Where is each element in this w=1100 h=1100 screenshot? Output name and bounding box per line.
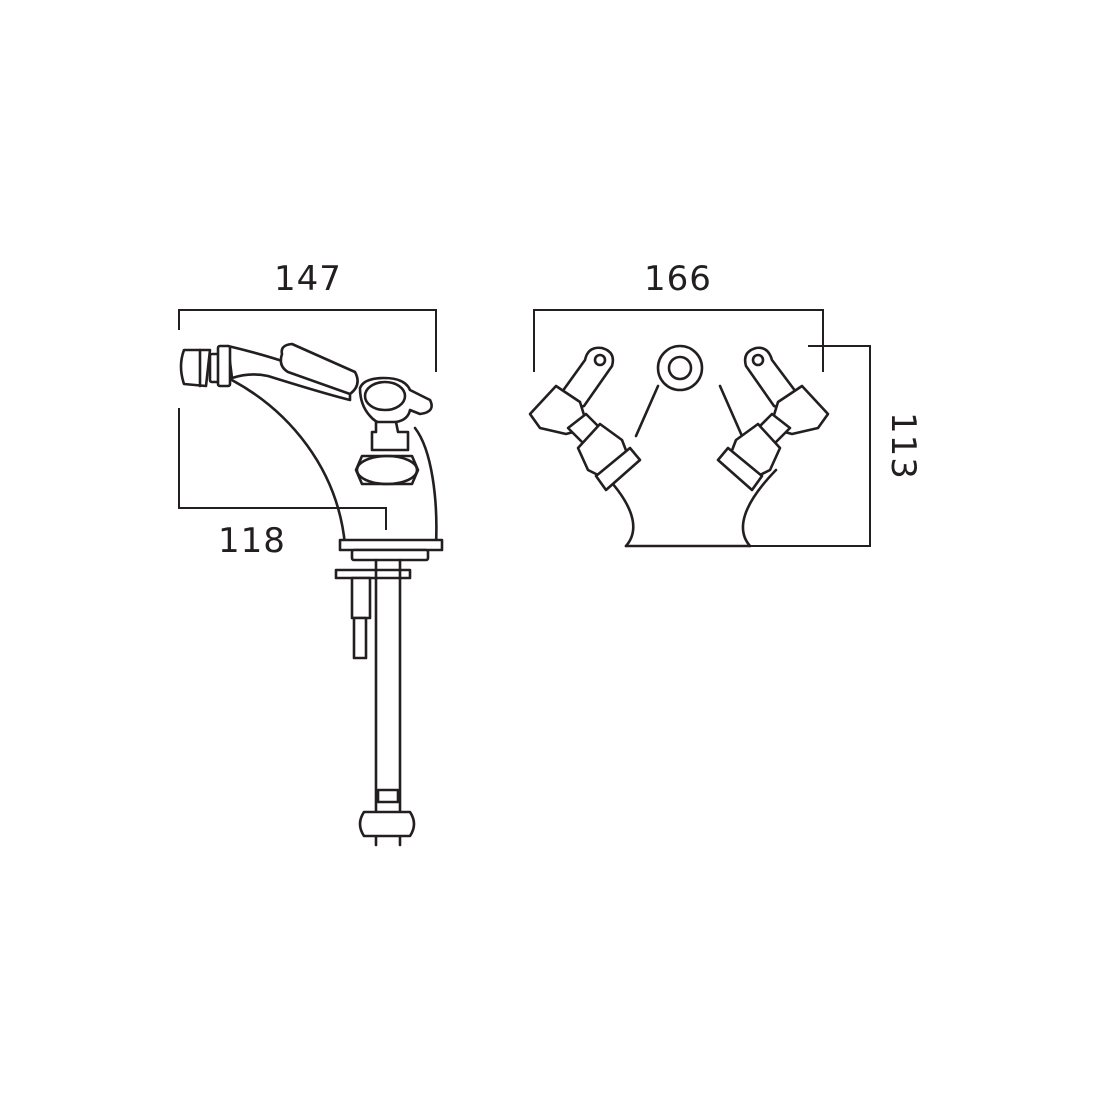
nut-collar	[355, 454, 419, 486]
front-view: 166 113	[528, 259, 923, 548]
body-right-curve	[413, 426, 438, 547]
dimension-113-bracket	[750, 345, 871, 547]
spout-nozzle-tip	[216, 344, 232, 388]
dimension-166-label: 166	[644, 259, 712, 299]
base-fitting	[350, 548, 430, 562]
spout-outlet-inner	[667, 355, 693, 381]
dimension-147-bracket	[178, 309, 437, 372]
hose-ferrule	[376, 788, 400, 804]
shank-tail	[352, 616, 368, 660]
tap-base	[338, 538, 444, 552]
spout-nozzle	[179, 348, 212, 388]
left-handle	[528, 346, 642, 492]
threaded-shank	[350, 576, 372, 620]
spout-outer-curve	[226, 376, 347, 547]
base-plate	[334, 568, 412, 580]
left-collar	[594, 446, 642, 492]
right-collar	[716, 446, 764, 492]
dimension-118-label: 118	[218, 521, 286, 561]
dimension-147-label: 147	[274, 259, 342, 299]
dimension-113-label: 113	[883, 412, 923, 480]
hose-nut	[358, 810, 416, 838]
dimension-166-bracket	[533, 309, 824, 372]
valve-stem	[370, 420, 410, 452]
side-view: 147 118	[178, 259, 444, 847]
lever-handle	[279, 342, 359, 396]
hub-cap	[363, 380, 407, 412]
dimension-118-bracket	[178, 408, 387, 530]
body-top	[634, 384, 744, 438]
right-handle	[716, 346, 830, 492]
flexible-hose	[374, 558, 402, 847]
